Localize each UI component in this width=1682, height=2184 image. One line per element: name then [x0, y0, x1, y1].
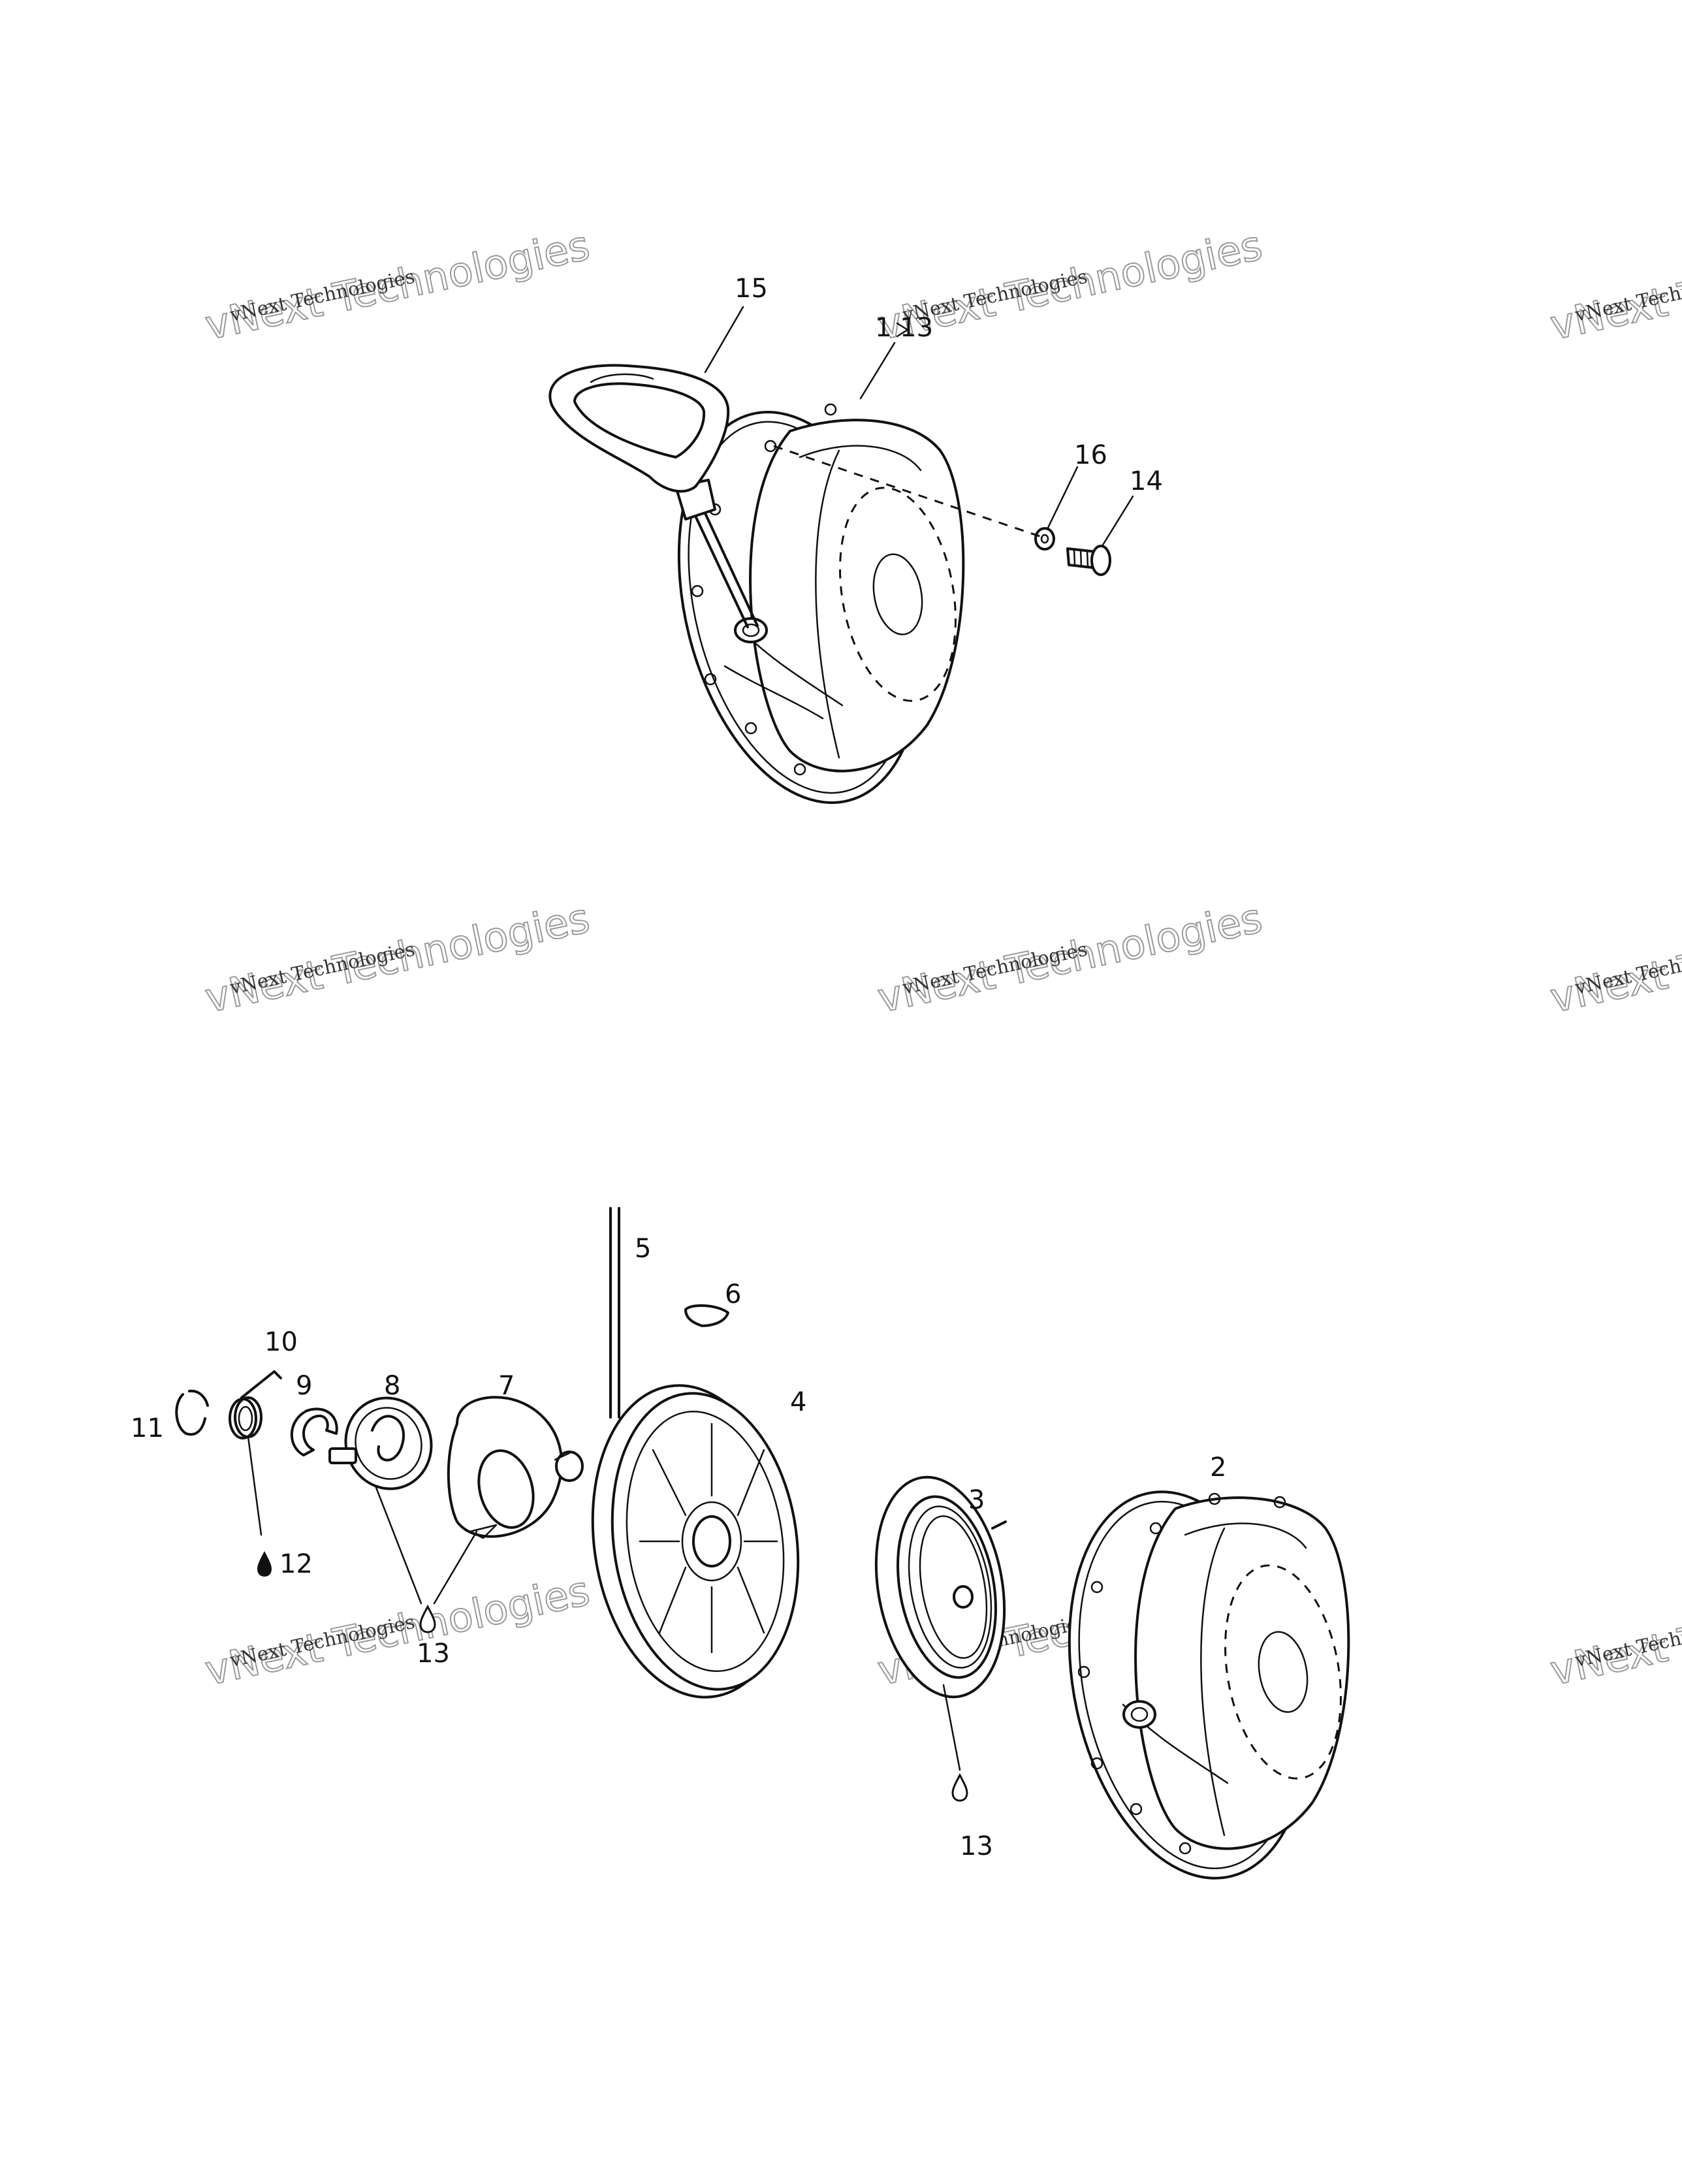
label-15: 15	[735, 274, 768, 304]
label-14: 14	[1130, 466, 1163, 496]
washer-16	[1034, 527, 1055, 551]
housing-rim-line	[799, 445, 922, 472]
starter-rope	[704, 512, 759, 627]
housing-contour	[815, 449, 840, 759]
part-10-spring	[229, 1370, 282, 1439]
label-13a: 13	[417, 1639, 450, 1669]
starter-handle-grip	[573, 382, 706, 458]
watermark: vNext Technologies vNext Technologies	[200, 221, 594, 350]
alignment-line	[773, 445, 1042, 538]
leader-13a-2	[433, 1530, 478, 1605]
label-9: 9	[296, 1371, 312, 1401]
housing-face-ring	[839, 487, 957, 702]
bolt-14-thread	[1073, 548, 1089, 568]
grease-drop-icon	[951, 1773, 968, 1802]
leader-1to13	[859, 342, 896, 400]
starter-handle-emboss	[590, 373, 654, 383]
label-2: 2	[1210, 1453, 1226, 1483]
watermark: vNext Technologies vNext Technologies	[200, 893, 594, 1023]
part-8-drive-plate	[328, 1396, 433, 1490]
label-10: 10	[264, 1327, 298, 1357]
label-7: 7	[498, 1371, 515, 1401]
starter-rope	[694, 515, 749, 628]
leader-lines	[247, 306, 1134, 1771]
bolt-14-head	[1090, 545, 1111, 576]
lubricant-markers	[257, 1551, 968, 1802]
label-12: 12	[279, 1549, 313, 1579]
label-4: 4	[790, 1387, 806, 1417]
label-11: 11	[131, 1413, 164, 1443]
leader-14	[1101, 495, 1134, 547]
part-7-pawl-housing	[447, 1396, 584, 1539]
leader-13a-1	[374, 1485, 422, 1605]
rope-guide-hole	[742, 623, 760, 637]
leader-15	[704, 306, 744, 374]
part-9-friction-spring	[290, 1407, 338, 1456]
part-11-circlip	[175, 1389, 209, 1436]
oil-drop-icon	[257, 1551, 272, 1577]
label-8: 8	[384, 1371, 400, 1401]
label-6: 6	[725, 1279, 741, 1309]
label-13b: 13	[960, 1831, 993, 1861]
housing-cup	[749, 419, 965, 773]
label-16: 16	[1074, 440, 1107, 470]
assembled-rewind-starter	[548, 364, 1111, 804]
exploded-parts	[175, 1207, 1350, 1880]
label-3: 3	[968, 1485, 985, 1515]
part-2-starter-housing	[1068, 1490, 1350, 1880]
leader-12	[247, 1436, 262, 1536]
part-labels: 15 1 13 16 14 5 6 10 9 8 7 4 11 12 13 3 …	[131, 274, 1226, 1861]
grease-drop-icon	[419, 1604, 436, 1633]
label-5: 5	[635, 1234, 651, 1264]
part-3-recoil-spring	[874, 1475, 1007, 1699]
part-6-pawl	[684, 1304, 729, 1327]
washer-16-hole	[1040, 534, 1049, 544]
watermark: vNext Technologies vNext Technologies	[200, 1566, 594, 1695]
watermark: vNext Technologies vNext Technologies	[1546, 1566, 1682, 1695]
watermark: vNext Technologies vNext Technologies	[873, 893, 1267, 1023]
housing-contour	[723, 665, 824, 720]
leader-13b	[942, 1684, 961, 1771]
leader-16	[1047, 466, 1079, 529]
rope-guide-bushing	[734, 617, 768, 643]
right-arrow-icon	[896, 322, 909, 338]
label-range-1-13: 1 13	[875, 313, 933, 343]
watermark: vNext Technologies vNext Technologies	[1546, 893, 1682, 1023]
housing-hub	[872, 553, 923, 635]
part-4-rope-pulley	[591, 1384, 800, 1699]
watermark: vNext Technologies vNext Technologies	[1546, 221, 1682, 350]
